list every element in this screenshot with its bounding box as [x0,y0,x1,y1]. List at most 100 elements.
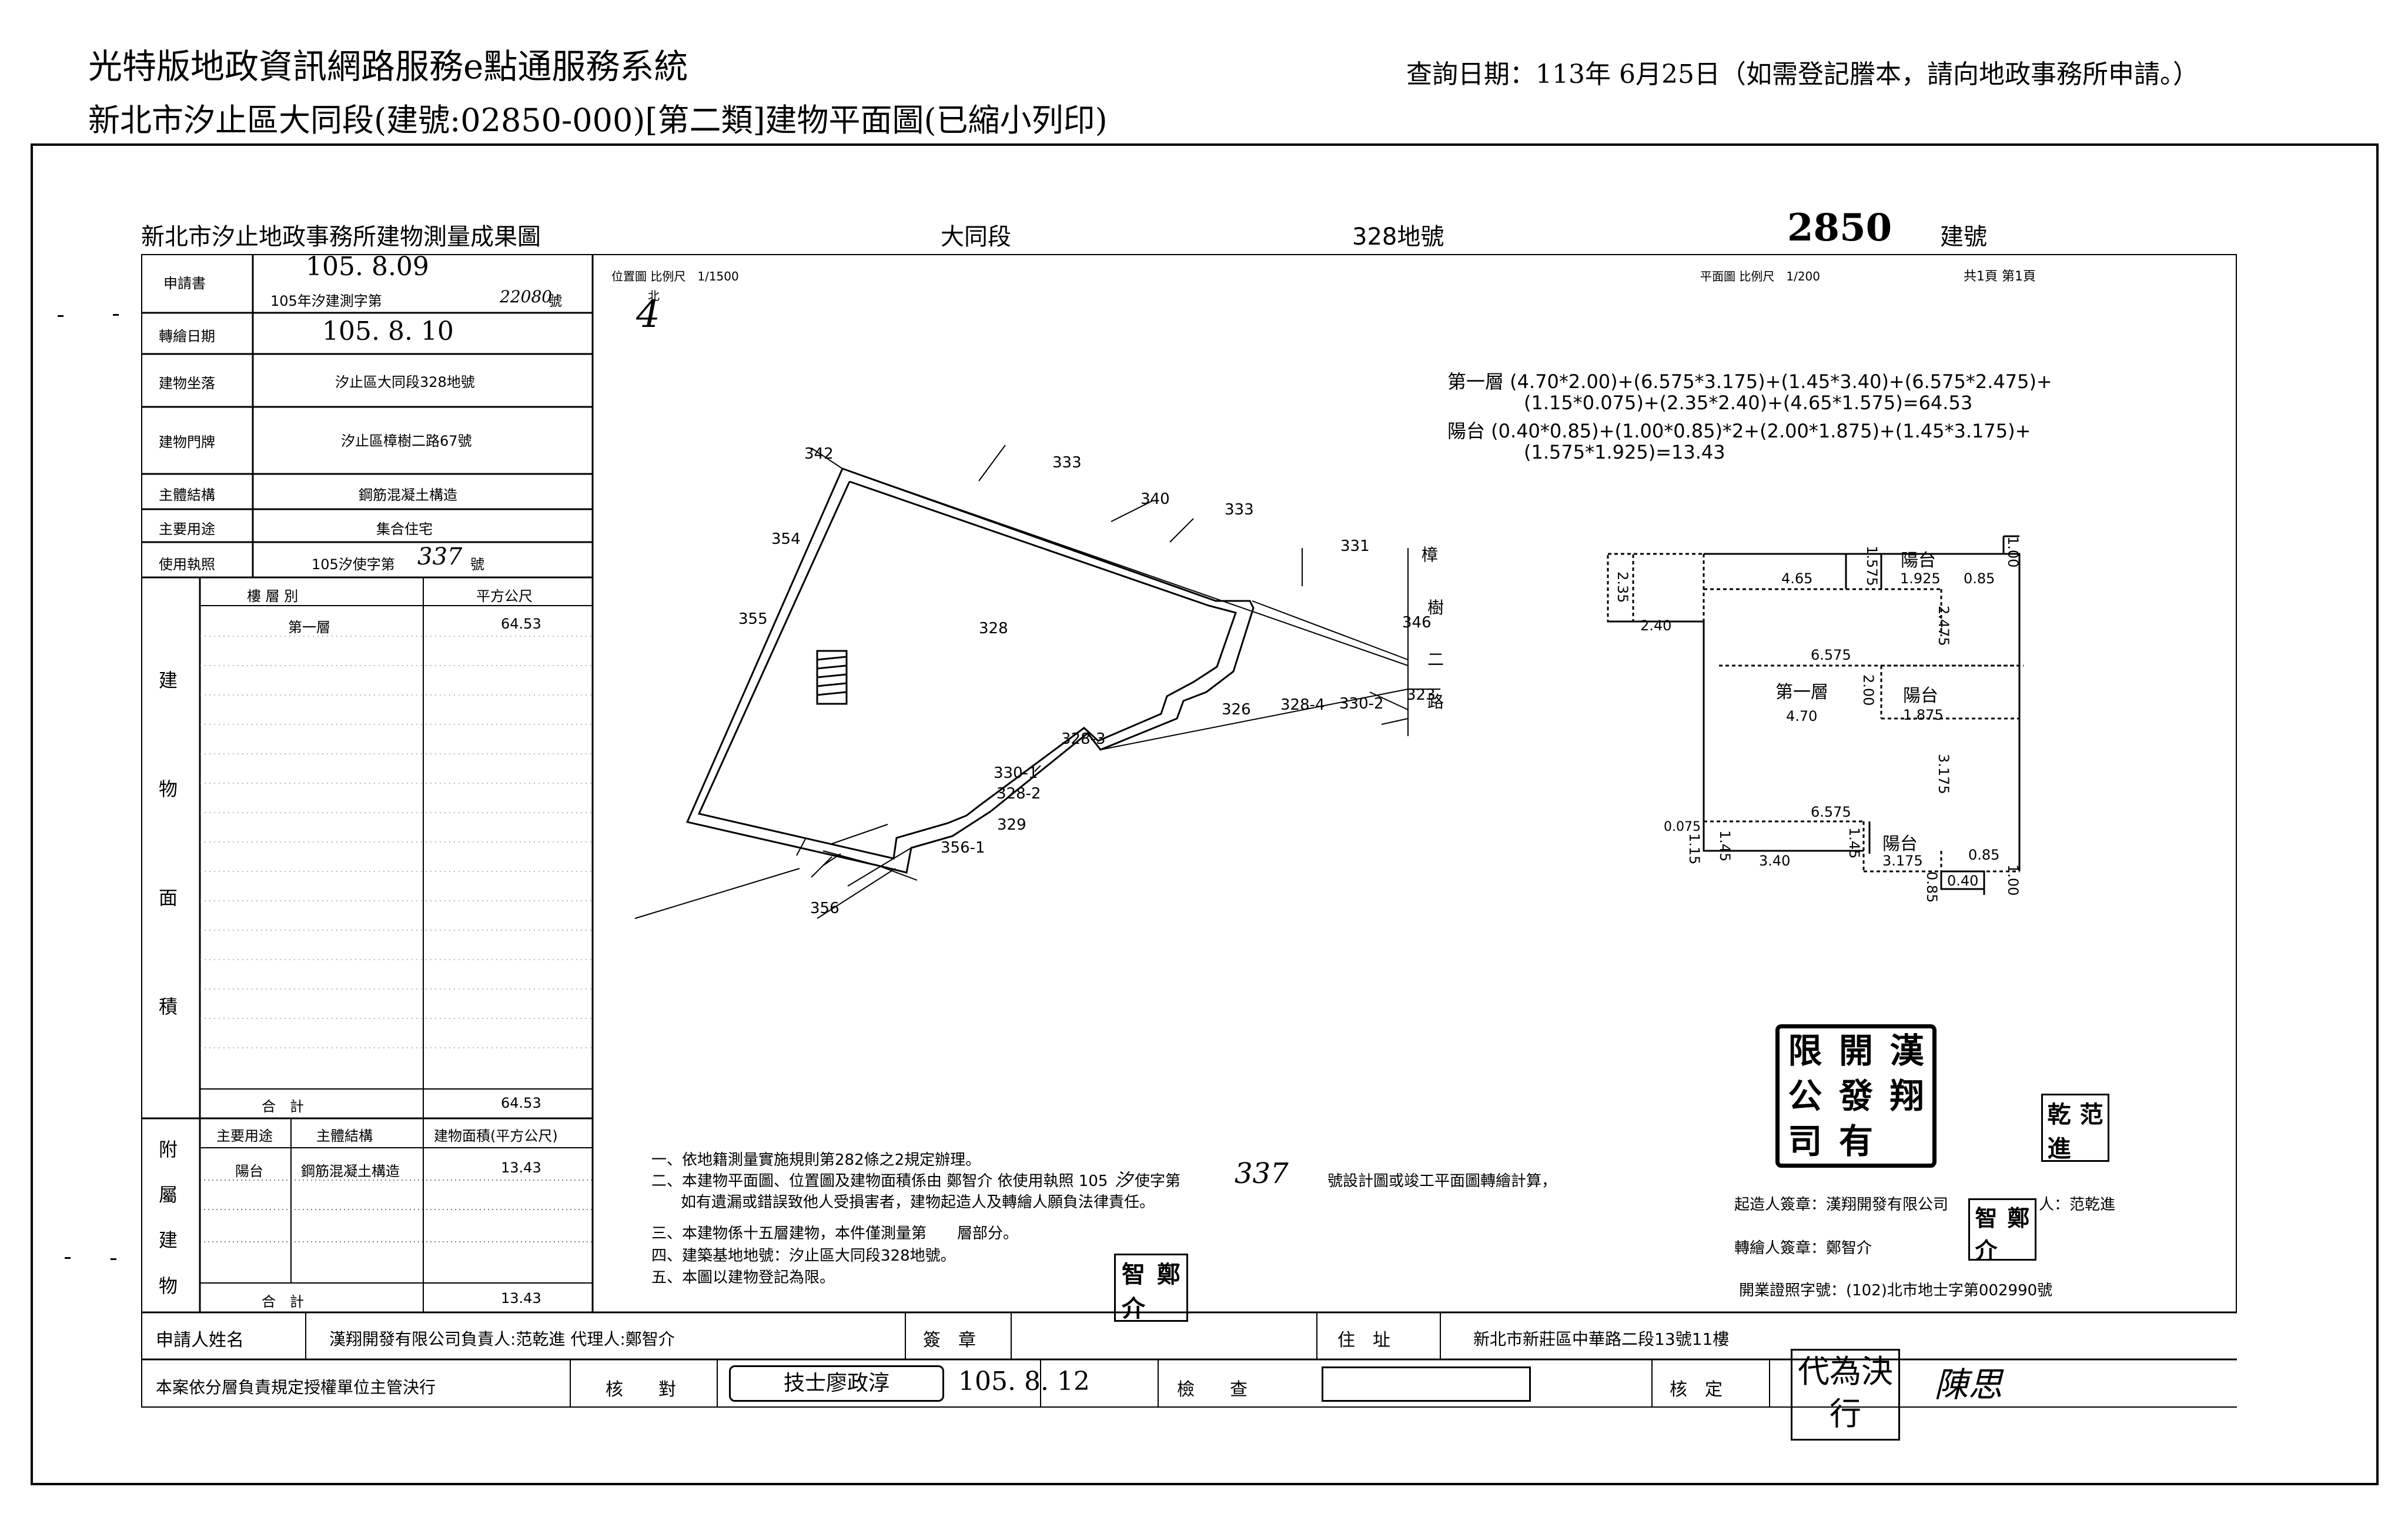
bldg-area-char: 物 [159,778,178,800]
note-5: 五、本圖以建物登記為限。 [651,1269,835,1287]
application-number-suffix: 號 [548,293,562,309]
road-char: 樟 [1422,545,1439,564]
seal-char: 限 [1788,1031,1822,1071]
applicant-label: 申請人姓名 [156,1330,244,1351]
building-number: 2850 [1787,206,1892,250]
seal-char: 發 [1838,1075,1873,1116]
note-2b: 使字第 [1135,1172,1181,1190]
dim-label: 2.00 [1860,674,1877,706]
lot-label: 342 [804,445,834,463]
approver-signature: 陳思 [1934,1365,2003,1405]
seal-char: 智 [1975,1205,1998,1231]
company-seal: 限 開 漢 公 發 翔 司 有 [1775,1024,1937,1168]
inspect-label: 檢 查 [1177,1379,1248,1400]
note-2-hand1: 汐 [1115,1170,1132,1191]
road-char: 二 [1427,650,1444,669]
dim-label: 1.875 [1903,707,1944,723]
seal-char: 介 [1975,1237,1998,1264]
structure-value: 鋼筋混凝土構造 [359,487,457,503]
dim-label: 0.075 [1664,820,1701,834]
transfer-date-label: 轉繪日期 [159,328,215,345]
location-label: 建物坐落 [159,375,215,392]
area-header: 平方公尺 [476,588,533,604]
print-frame [31,143,2379,1485]
bldg-area-char: 面 [159,887,178,909]
lot-label: 333 [1225,501,1254,519]
annex-structure-header: 主體結構 [316,1128,373,1144]
dim-label: 0.85 [1964,570,1995,587]
license-number: 開業證照字號：(102)北市地士字第002990號 [1739,1282,2053,1299]
seal-char: 鄭 [2007,1205,2030,1231]
query-date: 查詢日期：113年 6月25日（如需登記謄本，請向地政事務所申請。） [1406,59,2199,89]
checker-stamp: 技士廖政淳 [729,1365,944,1402]
floor-plan-lines [1607,535,2024,895]
north-arrow: 4 [636,293,660,336]
use-label: 主要用途 [159,521,215,537]
seal-char: 公 [1788,1075,1822,1116]
seal-char: 介 [1122,1295,1145,1322]
tick-mark [65,1257,71,1259]
formula-balcony-line2: (1.575*1.925)=13.43 [1524,441,1725,463]
dim-label: 6.575 [1811,647,1851,663]
annex-total: 13.43 [501,1290,541,1307]
formula-floor1-line1: 第一層 (4.70*2.00)+(6.575*3.175)+(1.45*3.40… [1447,370,2052,393]
lot-label: 328-4 [1280,696,1325,714]
lot-label: 326 [1222,701,1251,719]
road-char: 樹 [1427,598,1444,617]
seal-char: 進 [2047,1135,2071,1162]
seal-char: 乾 [2047,1101,2071,1128]
dim-label: 2.40 [1640,617,1672,634]
structure-label: 主體結構 [159,487,215,503]
applicant-value: 漢翔開發有限公司負責人:范乾進 代理人:鄭智介 [329,1329,675,1349]
location-scale: 位置圖 比例尺 1/1500 [611,269,739,283]
seal-char: 漢 [1889,1031,1924,1071]
page-subtitle: 新北市汐止區大同段(建號:02850-000)[第二類]建物平面圖(已縮小列印) [88,102,1108,139]
subtotal-label: 合 計 [262,1098,304,1115]
address-value: 汐止區樟樹二路67號 [341,433,472,449]
tick-mark [111,1258,116,1260]
lot-label: 355 [738,610,768,628]
balcony-label-top: 陽台 [1901,550,1936,571]
dim-label: 1.925 [1900,570,1941,587]
dim-label: 4.65 [1781,570,1813,587]
note-3: 三、本建物係十五層建物，本件僅測量第 層部分。 [651,1225,1019,1242]
representative-seal: 乾 范 進 [2041,1094,2109,1162]
lot-label: 328-3 [1061,730,1106,748]
lot-label: 346 [1402,614,1432,631]
dim-label: 0.85 [1968,847,2000,863]
system-title: 光特版地政資訊網路服務e點通服務系統 [88,46,688,86]
lot-label: 354 [771,530,801,548]
lot-label: 331 [1340,537,1370,555]
lot-label: 328 [979,620,1008,637]
note-2a: 二、本建物平面圖、位置圖及建物面積係由 鄭智介 依使用執照 105 [651,1172,1108,1190]
drafter-signature: 轉繪人簽章：鄭智介 [1734,1239,1872,1257]
dim-label: 0.40 [1947,873,1979,889]
tick-mark [58,315,63,317]
lot-label: 328-2 [996,785,1041,803]
note-4: 四、建築基地地號：汐止區大同段328地號。 [651,1247,956,1265]
lot-label: 333 [1052,454,1082,472]
building-number-label: 建號 [1940,223,1987,250]
application-label: 申請書 [163,275,206,292]
license-number-hand: 337 [417,543,463,570]
note-1: 一、依地籍測量實施規則第282條之2規定辦理。 [651,1151,981,1169]
balcony-label-mid: 陽台 [1903,686,1938,706]
drafter-seal-2: 智 鄭 介 [1114,1254,1188,1322]
dim-label: 6.575 [1811,804,1851,820]
office-title: 新北市汐止地政事務所建物測量成果圖 [141,223,541,250]
floor-label: 第一層 [1775,682,1828,703]
note-2c: 號設計圖或竣工平面圖轉繪計算， [1327,1172,1557,1190]
dim-label: 1.00 [2005,864,2021,896]
lot-label: 329 [997,816,1026,834]
survey-sheet: 新北市汐止地政事務所建物測量成果圖 大同段 328地號 2850 建號 申請書 … [141,206,2237,1441]
check-label: 核 對 [606,1379,676,1400]
section-name: 大同段 [941,223,1011,250]
sheet-lines [141,254,2237,1408]
license-label: 使用執照 [159,556,215,573]
site-map-lines [634,445,1440,919]
annex-char: 物 [159,1275,178,1297]
note-2d: 如有遺漏或錯誤致他人受損害者，建物起造人及轉繪人願負法律責任。 [681,1194,1155,1211]
approve-label: 核 定 [1670,1379,1723,1400]
land-number: 328地號 [1352,223,1444,250]
lot-label: 356-1 [941,839,985,857]
